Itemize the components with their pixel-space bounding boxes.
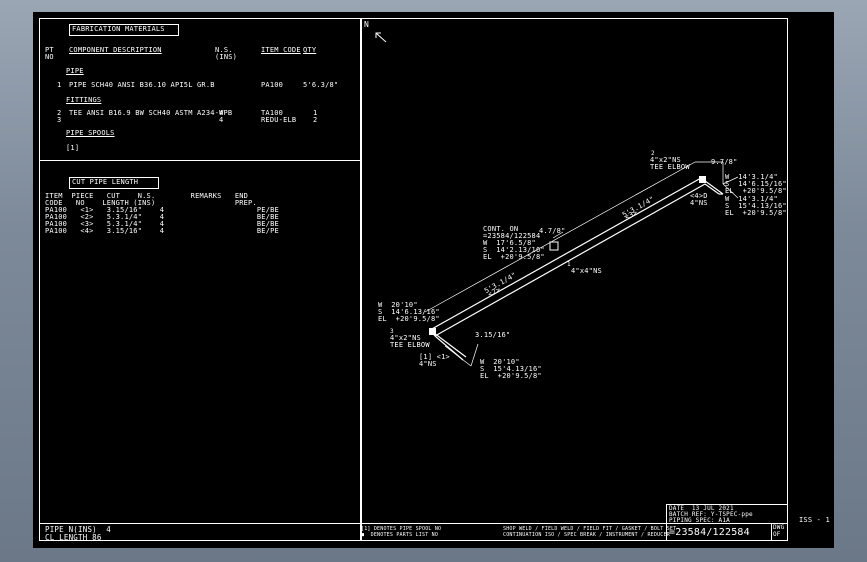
legend-text: [1] DENOTES PIPE SPOOL NO ■ DENOTES PART… <box>361 526 442 538</box>
left-elbow-mark <box>429 328 436 335</box>
cut-title-box <box>69 177 159 189</box>
part-no-top: 2 <box>651 150 655 157</box>
fab-cut-divider <box>39 160 360 161</box>
top-right-lower-coords: W 14'3.1/4" S 15'4.13/16" EL +20'9.5/8" <box>725 195 787 217</box>
title-spec: PIPING SPEC: A1A <box>669 517 730 524</box>
pt-header: PT NO <box>45 46 54 61</box>
mid-ns: 4"x4"NS <box>571 267 602 275</box>
fitting-items: TA100 REDU-ELB <box>261 109 297 124</box>
end-coords: W 20'10" S 15'4.13/16" EL +20'9.5/8" <box>480 358 542 380</box>
mid-continuation: CONT. ON =23584/122584 W 17'6.5/8" S 14'… <box>483 225 545 261</box>
qty-header: QTY <box>303 46 317 54</box>
top-right-branch: <4>D 4"NS <box>690 192 708 207</box>
fitting-pt: 2 3 <box>57 109 62 124</box>
top-right-coords: W 14'3.1/4" S 14'6.15/16" EL +20'9.5/8" <box>725 173 787 195</box>
title-batch: BATCH REF: Y-TSPEC-ppe <box>669 511 753 518</box>
left-dim: 3.15/16" <box>475 331 511 339</box>
fitting-ns: 4 4 <box>219 109 224 124</box>
fab-title-box <box>69 24 179 36</box>
top-fitting-label: 4"x2"NS TEE ELBOW <box>650 156 690 171</box>
section-fittings: FITTINGS <box>66 96 102 104</box>
spool-ns: 4"NS <box>419 360 437 368</box>
item-code-header: ITEM CODE <box>261 46 301 54</box>
pipe-row-qty: 5'6.3/8" <box>303 81 339 89</box>
pipe-row-pt: 1 <box>57 81 62 89</box>
iso-panel-frame <box>360 18 788 541</box>
part-no-left: 3 <box>390 328 394 335</box>
spool-tag: [1] <1> <box>419 353 450 361</box>
drawing-number: =23584/122584 <box>669 527 750 538</box>
left-panel-frame <box>39 18 362 541</box>
fitting-desc: TEE ANSI B16.9 BW SCH40 ASTM A234-WPB <box>69 109 233 117</box>
cut-title: CUT PIPE LENGTH <box>72 178 139 186</box>
isometric-drawing <box>375 32 739 367</box>
notes-text: SHOP WELD / FIELD WELD / FIELD FIT / GAS… <box>503 526 677 538</box>
right-edge-frame <box>771 523 788 541</box>
pipe-row-desc: PIPE SCH40 ANSI B36.10 API5L GR.B <box>69 81 215 89</box>
left-coords: W 20'10" S 14'6.13/16" EL +20'9.5/8" <box>378 301 440 323</box>
cut-headers: ITEM PIECE CUT N.S. REMARKS END CODE NO … <box>45 192 257 207</box>
north-arrowhead-icon <box>375 32 381 38</box>
ns-header: N.S. (INS) <box>215 46 238 61</box>
north-arrow-icon <box>375 32 387 43</box>
component-header: COMPONENT DESCRIPTION <box>69 46 162 54</box>
section-pipe: PIPE <box>66 67 84 75</box>
section-spools: PIPE SPOOLS <box>66 129 115 137</box>
title-block-frame <box>666 504 788 541</box>
drawing-label: DWG OF <box>773 524 785 538</box>
left-fitting-label: 4"x2"NS TEE ELBOW <box>390 334 430 349</box>
bottom-strip-divider <box>39 523 786 524</box>
fab-title: FABRICATION MATERIALS <box>72 25 165 33</box>
top-dim: 9.7/8" <box>711 158 738 166</box>
dimension-lines <box>424 161 739 367</box>
pipe-summary: PIPE N(INS) 4 CL LENGTH 86 <box>45 525 112 542</box>
cut-rows: PA100 <1> 3.15/16" 4 PE/BE PA100 <2> 5.3… <box>45 206 279 235</box>
tee-fitting-mark <box>549 241 559 251</box>
title-date: DATE 13 JUL 2021 <box>669 505 734 512</box>
part-no-mid: 1 <box>567 261 571 268</box>
spool-value: [1] <box>66 144 80 152</box>
pipe-row-item: PA100 <box>261 81 284 89</box>
mid-dim: 4.7/8" <box>539 227 566 235</box>
sheet-ref: ISS - 1 <box>799 516 830 524</box>
fitting-qty: 1 2 <box>313 109 318 124</box>
drawing-sheet: FABRICATION MATERIALS PT NO COMPONENT DE… <box>33 12 834 548</box>
north-label: N <box>364 20 370 29</box>
top-elbow-mark <box>699 176 706 183</box>
